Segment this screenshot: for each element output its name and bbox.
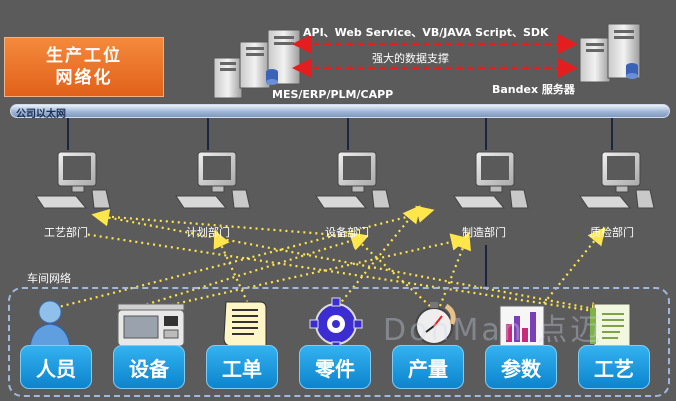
ethernet-bus [10, 104, 670, 118]
dept-label-process: 工艺部门 [44, 226, 88, 239]
association-links [54, 205, 609, 320]
resource-process: 工艺 [578, 345, 650, 389]
dept-label-manufacturing: 制造部门 [462, 226, 506, 239]
resource-equipment: 设备 [113, 345, 185, 389]
process-sheet-icon [590, 303, 631, 349]
pc-icon-equipment-dept [315, 151, 391, 209]
person-icon [29, 300, 71, 349]
resource-parts: 零件 [299, 345, 371, 389]
dept-label-quality: 质检部门 [590, 226, 634, 239]
resource-parameters: 参数 [485, 345, 557, 389]
title-line-2: 网络化 [55, 68, 113, 88]
pc-icon-manufacturing-dept [453, 151, 529, 209]
resource-work-order: 工单 [206, 345, 278, 389]
stopwatch-icon [415, 302, 456, 345]
bandex-label: Bandex 服务器 [492, 83, 575, 96]
bus-label: 公司以太网 [16, 109, 66, 120]
dept-label-planning: 计划部门 [186, 226, 230, 239]
mes-server-icon [213, 29, 301, 99]
diagram-title: 生产工位 网络化 [4, 37, 164, 97]
bus-drops [67, 118, 613, 286]
pc-icon-process-dept [35, 151, 111, 209]
data-flow-arrows [292, 34, 578, 78]
resource-output: 产量 [392, 345, 464, 389]
title-line-1: 生产工位 [46, 46, 122, 66]
dept-label-equipment: 设备部门 [325, 226, 369, 239]
api-label: API、Web Service、VB/JAVA Script、SDK [303, 26, 549, 39]
bar-chart-icon [499, 305, 545, 347]
pc-icon-quality-dept [579, 151, 655, 209]
watermark: DonMan 点迈 [383, 313, 604, 348]
resource-personnel: 人员 [20, 345, 92, 389]
workshop-network-area [8, 287, 670, 397]
workshop-label: 车间网络 [27, 272, 71, 285]
mes-label: MES/ERP/PLM/CAPP [272, 88, 394, 101]
pc-icon-planning-dept [175, 151, 251, 209]
bandex-server-icon [579, 23, 641, 83]
support-label: 强大的数据支撑 [372, 52, 449, 65]
